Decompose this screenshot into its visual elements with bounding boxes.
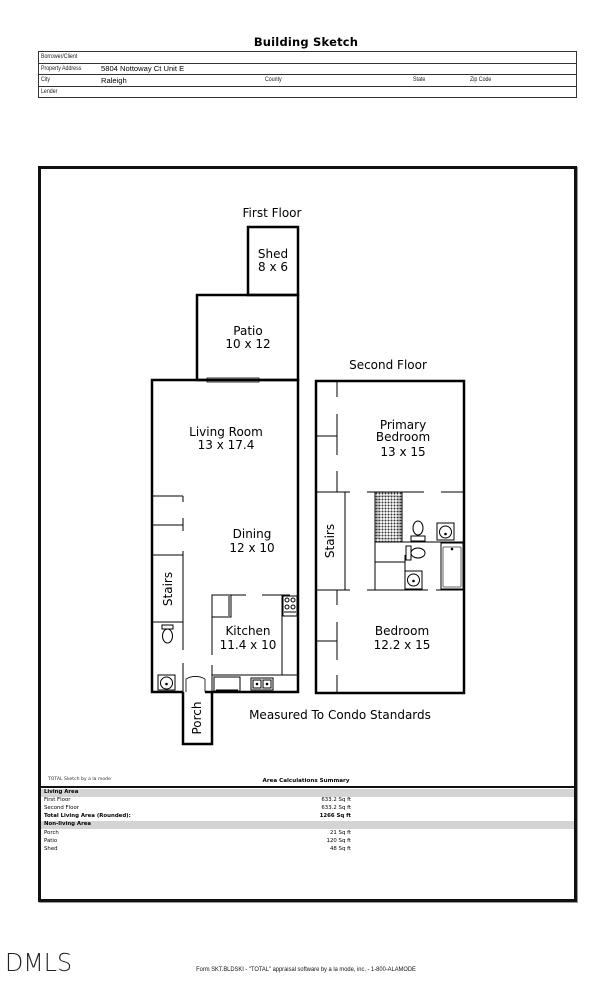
first-floor-closets	[152, 495, 184, 556]
stove-icon	[282, 595, 298, 617]
dishwasher-icon	[213, 676, 241, 692]
second-floor-label: Second Floor	[349, 358, 427, 372]
second-floor-outline	[314, 379, 466, 695]
bedroom-dims: 12.2 x 15	[374, 638, 431, 652]
area-row-first-floor: First Floor 633.2 Sq ft	[44, 797, 351, 803]
address-row: Property Address 5804 Nottoway Ct Unit E	[39, 64, 576, 75]
lender-label: Lender	[41, 87, 58, 95]
dining-name: Dining	[233, 527, 272, 541]
kitchen-area	[211, 594, 298, 692]
non-living-area-header: Non-living Area	[41, 821, 574, 829]
city-value: Raleigh	[101, 75, 127, 85]
lender-row: Lender	[39, 87, 576, 99]
area-row-shed: Shed 48 Sq ft	[44, 846, 351, 852]
state-label: State	[413, 76, 426, 83]
first-floor-label: First Floor	[243, 206, 302, 220]
half-bath	[157, 622, 184, 692]
sketch-credit: TOTAL Sketch by a la mode	[48, 777, 111, 782]
document-title: Building Sketch	[253, 35, 359, 49]
property-header-table: Borrower/Client Property Address 5804 No…	[38, 51, 577, 98]
dining-dims: 12 x 10	[229, 541, 274, 555]
bedroom-name: Bedroom	[375, 624, 429, 638]
sink-icon	[157, 674, 176, 691]
shower-icon	[374, 491, 403, 543]
entry-door-icon	[185, 676, 206, 692]
sink-icon	[404, 570, 423, 590]
primary-bedroom-name-1: Primary	[380, 418, 426, 432]
area-summary-divider	[41, 786, 574, 788]
county-label: County	[265, 76, 282, 83]
shed-name: Shed	[258, 247, 288, 261]
primary-bedroom-name-2: Bedroom	[376, 430, 430, 444]
porch-room: Porch	[181, 692, 214, 746]
refrigerator-icon	[211, 594, 232, 618]
first-floor-outline	[150, 378, 300, 694]
dmls-logo: DMLS	[5, 948, 73, 977]
sink-icon	[436, 522, 455, 541]
area-row-second-floor: Second Floor 633.2 Sq ft	[44, 805, 351, 811]
borrower-row: Borrower/Client	[39, 52, 576, 64]
bathtub-icon	[440, 542, 464, 590]
borrower-label: Borrower/Client	[41, 53, 78, 60]
toilet-icon	[161, 624, 174, 644]
stairs-first-floor: Stairs	[151, 554, 184, 623]
shed-dims: 8 x 6	[258, 260, 288, 274]
primary-bedroom-dims: 13 x 15	[380, 445, 425, 459]
stairs-first-label: Stairs	[161, 572, 175, 606]
kitchen-sink-icon	[250, 677, 274, 691]
patio-dims: 10 x 12	[225, 337, 270, 351]
area-row-total: Total Living Area (Rounded): 1266 Sq ft	[44, 813, 351, 819]
sketch-frame	[38, 166, 577, 902]
form-footer-text: Form SKT.BLDSKI - "TOTAL" appraisal soft…	[196, 966, 416, 973]
patio-name: Patio	[233, 324, 262, 338]
address-value: 5804 Nottoway Ct Unit E	[101, 64, 185, 73]
kitchen-dims: 11.4 x 10	[220, 638, 277, 652]
address-label: Property Address	[41, 64, 82, 72]
kitchen-name: Kitchen	[225, 624, 270, 638]
living-room-name: Living Room	[189, 425, 263, 439]
area-row-patio: Patio 120 Sq ft	[44, 838, 351, 844]
area-summary-title: Area Calculations Summary	[262, 778, 350, 784]
city-label: City	[41, 76, 51, 83]
toilet-icon	[405, 545, 426, 561]
area-row-porch: Porch 21 Sq ft	[44, 830, 351, 836]
stairs-second-floor: Stairs	[323, 492, 346, 590]
city-row: City Raleigh County State Zip Code	[39, 75, 576, 87]
living-room-dims: 13 x 17.4	[198, 438, 255, 452]
shed-room: Shed 8 x 6	[246, 225, 300, 297]
toilet-icon	[410, 520, 426, 542]
porch-label: Porch	[190, 701, 204, 734]
living-area-header: Living Area	[41, 789, 574, 797]
condo-standards-caption: Measured To Condo Standards	[249, 708, 431, 722]
patio-room: Patio 10 x 12	[195, 293, 300, 383]
stairs-second-label: Stairs	[323, 524, 337, 558]
bathrooms	[374, 491, 464, 590]
zip-label: Zip Code	[470, 76, 492, 83]
